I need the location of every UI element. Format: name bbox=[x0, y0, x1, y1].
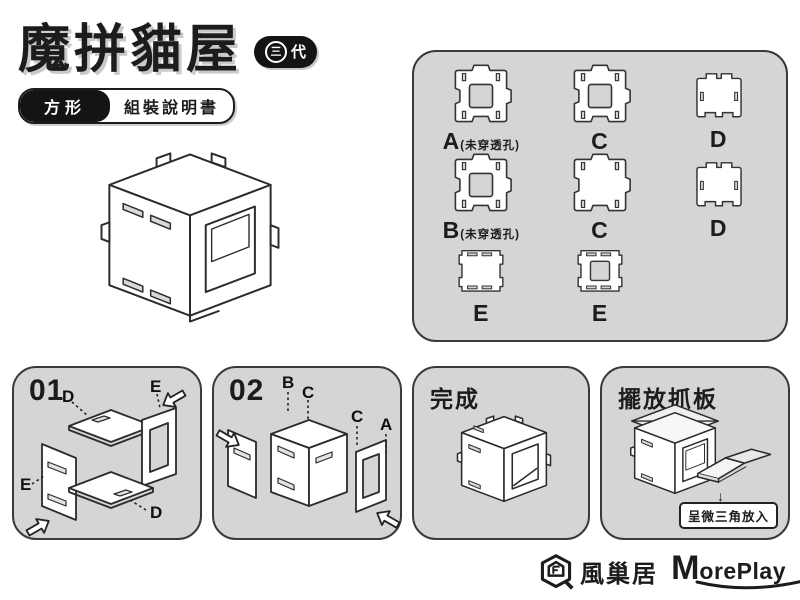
part-d2: D bbox=[659, 153, 778, 242]
part-e2-label: E bbox=[591, 300, 609, 326]
step-2-panel: 02 B C C A bbox=[212, 366, 402, 540]
parts-list-panel: A(未穿透孔) C D B(未穿透孔) bbox=[412, 50, 788, 342]
step1-label-e-right: E bbox=[150, 377, 161, 396]
part-d2-label: D bbox=[709, 215, 728, 241]
part-c1: C bbox=[541, 64, 660, 153]
scratch-board-drawing bbox=[696, 448, 772, 483]
generation-suffix: 代 bbox=[291, 43, 307, 61]
part-b-drawing bbox=[454, 153, 513, 212]
step-1-number: 01 bbox=[29, 374, 65, 407]
step2-label-b: B bbox=[282, 373, 294, 392]
part-d2-drawing bbox=[695, 162, 742, 207]
step2-label-c-right: C bbox=[351, 407, 363, 426]
insert-caption: 呈微三角放入 bbox=[678, 502, 778, 529]
part-d1-drawing bbox=[695, 73, 742, 118]
part-c2: C bbox=[541, 153, 660, 242]
shape-tag: 方形 bbox=[20, 90, 111, 122]
footer-brands: 風巢居 M orePlay bbox=[537, 549, 800, 592]
fengchaoju-logo-icon bbox=[540, 553, 574, 590]
step-1-diagram: D E E D bbox=[20, 377, 187, 537]
header: 魔拼貓屋 三 代 方形 組裝說明書 bbox=[18, 21, 318, 124]
part-e2-drawing bbox=[577, 250, 623, 292]
step2-label-a: A bbox=[380, 415, 392, 434]
step-2-diagram: B C C A bbox=[215, 373, 401, 529]
moreplay-rest: orePlay bbox=[699, 558, 786, 584]
step1-label-d-bottom: D bbox=[150, 503, 162, 522]
step2-label-c-top: C bbox=[302, 383, 314, 402]
generation-number: 三 bbox=[265, 41, 288, 63]
part-e1-label: E bbox=[473, 300, 490, 326]
part-b: B(未穿透孔) bbox=[422, 153, 541, 242]
finished-panel: 完成 bbox=[412, 366, 590, 540]
step1-label-e-left: E bbox=[20, 475, 31, 494]
part-d1-label: D bbox=[709, 126, 728, 152]
brand-moreplay: M orePlay bbox=[671, 549, 800, 592]
generation-badge: 三 代 bbox=[254, 36, 318, 68]
parts-empty-cell bbox=[659, 242, 778, 330]
finished-title: 完成 bbox=[430, 386, 480, 412]
step1-label-d-top: D bbox=[62, 387, 74, 406]
page-title: 魔拼貓屋 bbox=[18, 21, 243, 79]
step-2-number: 02 bbox=[229, 374, 265, 407]
part-e2: E bbox=[541, 242, 660, 330]
part-b-label: B(未穿透孔) bbox=[442, 217, 520, 243]
brand-fengchaoju-text: 風巢居 bbox=[580, 561, 659, 588]
part-d1: D bbox=[659, 64, 778, 153]
part-a: A(未穿透孔) bbox=[422, 64, 541, 153]
moreplay-swoosh bbox=[695, 580, 800, 590]
finished-cube-drawing bbox=[456, 415, 552, 503]
brand-fengchaoju: 風巢居 bbox=[537, 552, 658, 592]
part-c2-drawing bbox=[573, 153, 631, 212]
part-a-drawing bbox=[454, 64, 513, 123]
part-c2-label: C bbox=[591, 217, 609, 243]
insert-arrow-icon: ↓ bbox=[717, 488, 724, 504]
moreplay-m: M bbox=[671, 549, 700, 587]
part-c1-drawing bbox=[573, 64, 631, 123]
part-c1-label: C bbox=[591, 128, 609, 154]
part-a-label: A(未穿透孔) bbox=[442, 128, 520, 154]
part-e1: E bbox=[422, 242, 541, 330]
step1-arrow-in-left bbox=[25, 518, 50, 537]
assembled-cube-illustration bbox=[100, 152, 280, 323]
step1-arrow-in-right bbox=[162, 389, 187, 408]
step2-arrow-in-left bbox=[215, 429, 240, 448]
subtitle-text: 組裝說明書 bbox=[124, 100, 220, 117]
scratch-board-panel: 擺放抓板 ↓ 呈微三角放入 bbox=[600, 366, 790, 540]
part-e1-drawing bbox=[458, 250, 504, 292]
step2-arrow-in-right bbox=[376, 510, 401, 529]
step-1-panel: 01 D E E D bbox=[12, 366, 202, 540]
subtitle-pill: 方形 組裝說明書 bbox=[18, 88, 236, 124]
